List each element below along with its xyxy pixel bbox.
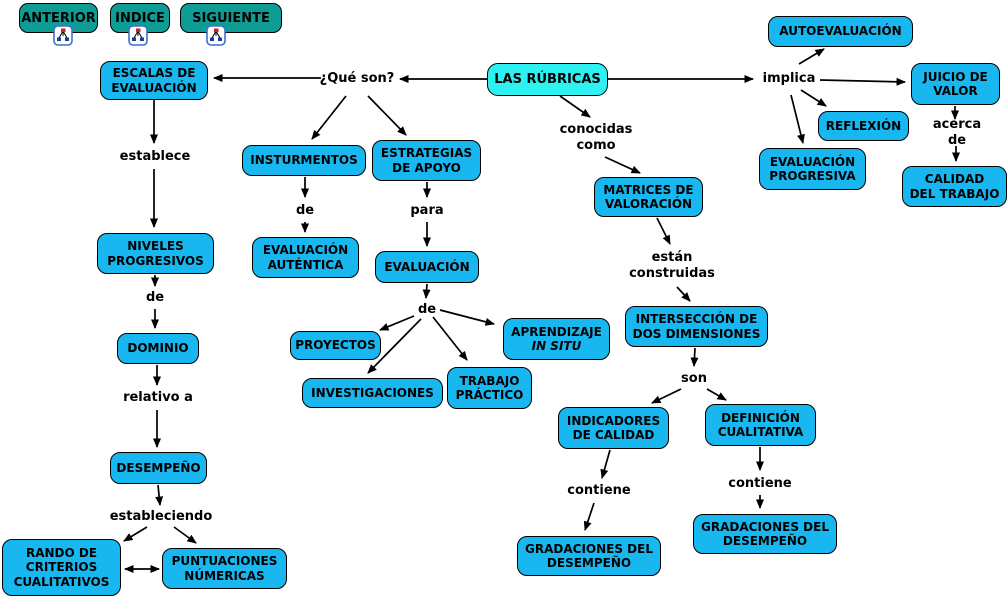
node-escalas-de-evaluacion[interactable]: ESCALAS DE EVALUACIÓN — [100, 61, 208, 100]
link-contiene-izq: contiene — [567, 482, 631, 498]
node-evaluacion[interactable]: EVALUACIÓN — [375, 251, 479, 283]
edge-estableciendo-rando — [123, 526, 148, 542]
edge-implica-reflexion — [800, 89, 827, 107]
node-gradaciones-del-desempeno-izq[interactable]: GRADACIONES DEL DESEMPEÑO — [517, 536, 661, 576]
link-contiene-der: contiene — [728, 475, 792, 491]
edge-implica-juicio — [819, 77, 906, 86]
node-insturmentos[interactable]: INSTURMENTOS — [242, 145, 366, 176]
link-para: para — [410, 202, 444, 218]
link-son: son — [681, 370, 707, 386]
link-de-evaluacion: de — [417, 301, 437, 317]
edge-de-aprendizaje — [439, 309, 495, 326]
node-estrategias-de-apoyo[interactable]: ESTRATEGIAS DE APOYO — [372, 140, 481, 181]
node-investigaciones[interactable]: INVESTIGACIONES — [302, 378, 443, 408]
link-conocidas-como: conocidas como — [559, 121, 633, 153]
link-relativo-a: relativo a — [123, 389, 193, 405]
node-gradaciones-del-desempeno-der[interactable]: GRADACIONES DEL DESEMPEÑO — [693, 514, 837, 554]
edge-implica-eval-progresiva — [790, 94, 805, 144]
node-juicio-de-valor[interactable]: JUICIO DE VALOR — [911, 63, 1000, 105]
link-de-insturmentos: de — [295, 202, 315, 218]
edge-implica-autoevaluacion — [798, 48, 825, 65]
edge-evaluacion-de — [422, 283, 431, 299]
node-matrices-de-valoracion[interactable]: MATRICES DE VALORACIÓN — [594, 177, 703, 217]
edge-interseccion-son — [690, 347, 699, 367]
edge-matrices-estan — [656, 217, 671, 245]
edge-que-son-insturmentos — [311, 95, 347, 140]
cmap-icon[interactable] — [206, 25, 226, 46]
edge-estableciendo-puntuaciones — [173, 526, 197, 544]
node-las-rubricas[interactable]: LAS RÚBRICAS — [487, 63, 608, 96]
indice-button[interactable]: INDICE — [110, 3, 170, 33]
edge-de-trabajo — [432, 316, 468, 361]
node-calidad-del-trabajo[interactable]: CALIDAD DEL TRABAJO — [902, 166, 1007, 207]
node-aprendizaje-in-situ[interactable]: APRENDIZAJE IN SITU — [503, 318, 610, 360]
node-proyectos[interactable]: PROYECTOS — [290, 331, 381, 360]
cmap-icon[interactable] — [53, 25, 73, 46]
edge-root-conocidas — [559, 95, 591, 118]
edge-conocidas-matrices — [604, 156, 641, 174]
node-dominio[interactable]: DOMINIO — [117, 333, 199, 364]
node-definicion-cualitativa[interactable]: DEFINICIÓN CUALITATIVA — [705, 404, 816, 446]
edge-de-proyectos — [379, 315, 415, 331]
node-autoevaluacion[interactable]: AUTOEVALUACIÓN — [768, 16, 913, 47]
node-niveles-progresivos[interactable]: NIVELES PROGRESIVOS — [97, 233, 214, 274]
edge-contiene-gradaciones-izq — [583, 502, 595, 531]
node-puntuaciones-numericas[interactable]: PUNTUACIONES NÚMERICAS — [162, 548, 287, 589]
node-rando-de-criterios-cualitativos[interactable]: RANDO DE CRITERIOS CUALITATIVOS — [2, 539, 121, 596]
edge-indicadores-contiene — [600, 449, 611, 479]
edge-de-investigaciones — [367, 318, 422, 374]
node-reflexion[interactable]: REFLEXIÓN — [818, 111, 909, 141]
edge-son-indicadores — [651, 388, 682, 404]
link-de-niveles: de — [145, 289, 165, 305]
node-interseccion-de-dos-dimensiones[interactable]: INTERSECCIÓN DE DOS DIMENSIONES — [625, 306, 768, 347]
node-desempeno[interactable]: DESEMPEÑO — [110, 452, 207, 484]
node-evaluacion-progresiva[interactable]: EVALUACIÓN PROGRESIVA — [759, 148, 866, 190]
node-indicadores-de-calidad[interactable]: INDICADORES DE CALIDAD — [558, 407, 669, 449]
edge-desempeno-estableciendo — [155, 484, 164, 506]
siguiente-button[interactable]: SIGUIENTE — [180, 3, 282, 33]
aprendizaje-line1: APRENDIZAJE — [511, 324, 602, 339]
aprendizaje-line2: IN SITU — [531, 339, 582, 353]
edge-son-definicion — [706, 388, 727, 401]
link-acerca-de: acerca de — [932, 116, 982, 148]
link-establece: establece — [119, 148, 191, 164]
link-implica: implica — [762, 70, 816, 86]
link-estan-construidas: están construidas — [629, 249, 715, 281]
cmap-icon[interactable] — [128, 25, 148, 46]
link-que-son: ¿Qué son? — [319, 70, 395, 86]
node-trabajo-practico[interactable]: TRABAJO PRÁCTICO — [447, 367, 532, 409]
node-evaluacion-autentica[interactable]: EVALUACIÓN AUTÉNTICA — [252, 237, 359, 278]
link-estableciendo: estableciendo — [109, 508, 213, 524]
edge-estan-interseccion — [676, 286, 691, 302]
edge-que-son-estrategias — [367, 95, 407, 136]
